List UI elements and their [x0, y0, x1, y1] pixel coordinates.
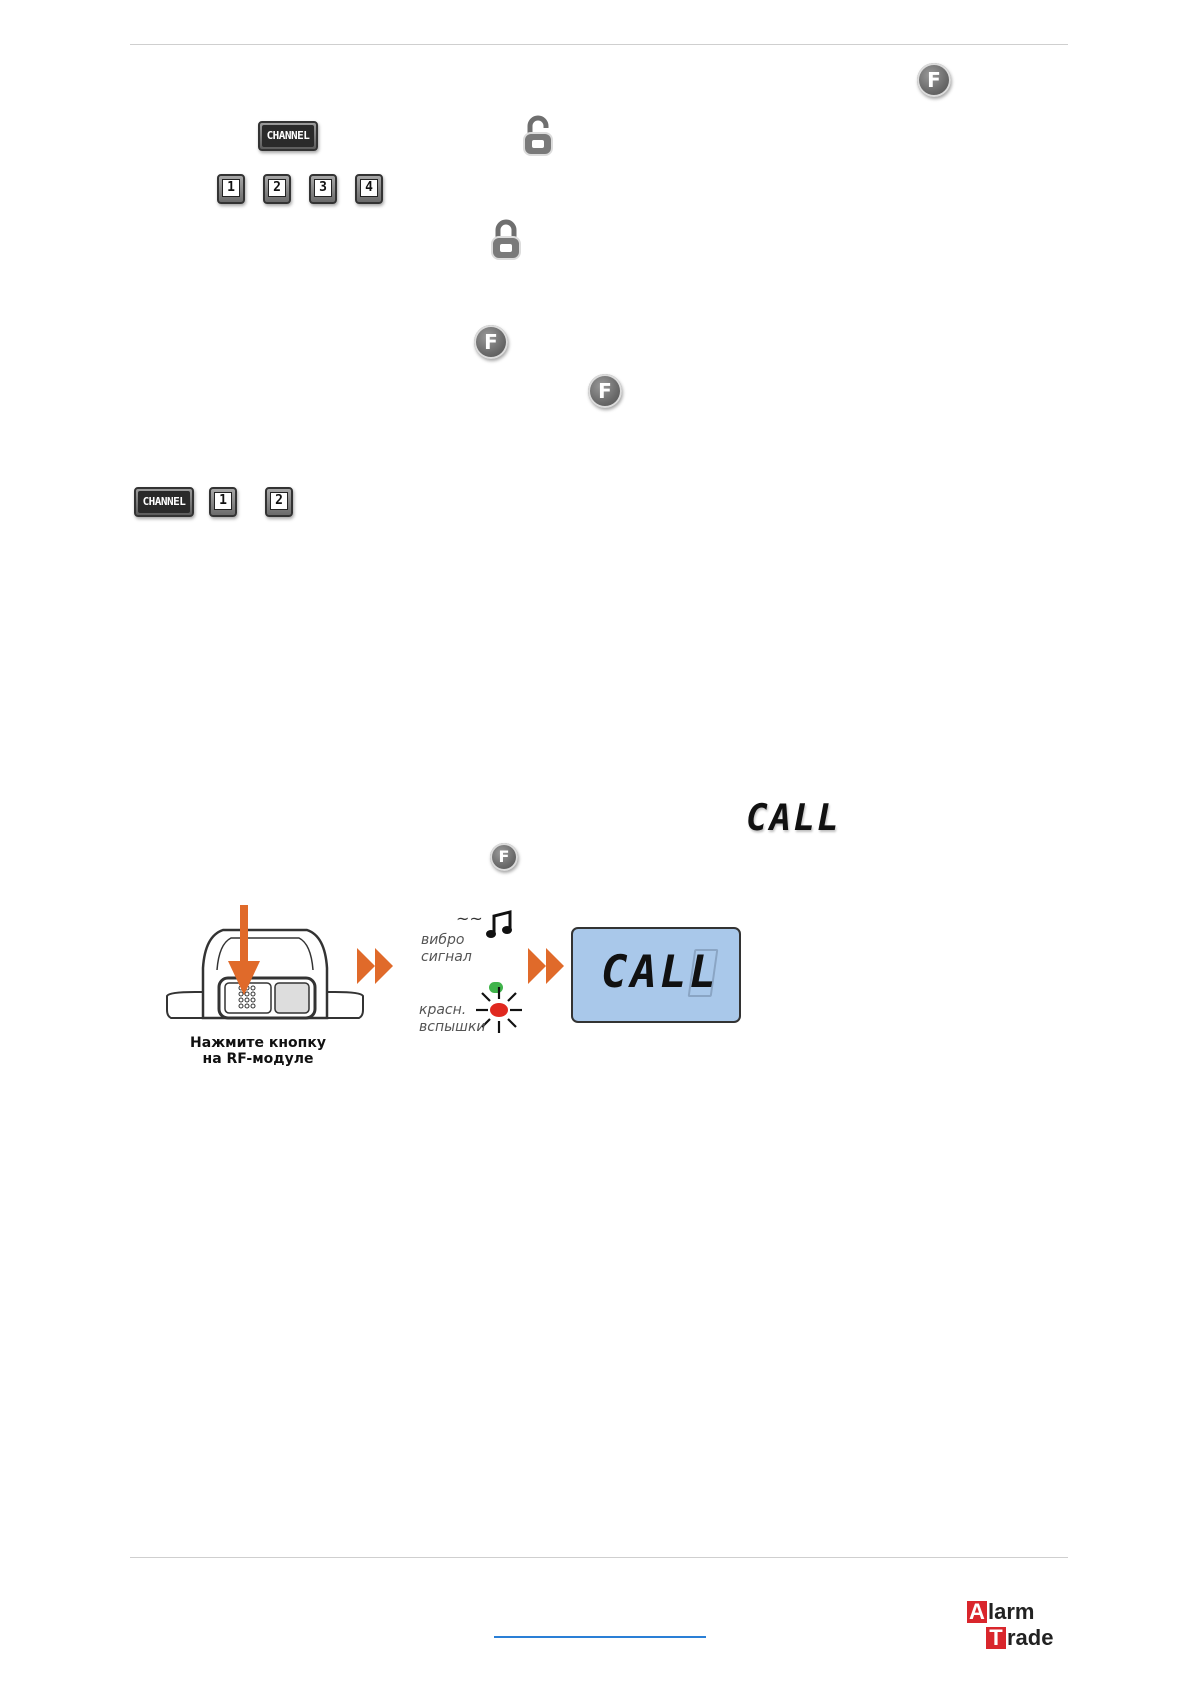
vibro-line-1: вибро [421, 932, 465, 948]
channel-key-label: CHANNEL [262, 125, 314, 147]
vibro-label: вибро сигнал [421, 932, 472, 966]
number-key-1-icon: 1 [217, 174, 245, 204]
lcd-call-inline: CALL [746, 798, 841, 839]
f-key-label: F [484, 330, 498, 354]
logo-word-1: larm [988, 1599, 1035, 1624]
double-arrow-icon [357, 948, 393, 984]
rf-module-illustration [166, 928, 364, 1020]
vibro-line-2: сигнал [421, 949, 472, 965]
green-led-icon [489, 982, 503, 993]
number-key-label: 1 [214, 492, 232, 510]
number-key-4-icon: 4 [355, 174, 383, 204]
channel-key-icon: CHANNEL [134, 487, 194, 517]
caption-line-1: Нажмите кнопку [190, 1035, 326, 1051]
number-key-label: 2 [270, 492, 288, 510]
logo-letter-a: A [967, 1601, 987, 1623]
flash-line-2: вспышки [419, 1019, 486, 1035]
vibro-symbol: ~~ [456, 909, 483, 928]
music-note-icon [486, 910, 512, 938]
footer-divider [130, 1557, 1068, 1558]
f-key-label: F [498, 847, 510, 866]
number-key-label: 4 [360, 179, 378, 197]
press-arrow-icon [228, 905, 260, 995]
double-arrow-icon [528, 948, 564, 984]
number-key-3-icon: 3 [309, 174, 337, 204]
header-divider [130, 44, 1068, 45]
f-key-label: F [598, 379, 612, 403]
flash-line-1: красн. [419, 1002, 467, 1018]
number-key-label: 2 [268, 179, 286, 197]
red-led-flash-icon [476, 987, 522, 1033]
f-key-icon: F [917, 63, 951, 97]
number-key-label: 3 [314, 179, 332, 197]
lock-icon [491, 219, 521, 260]
lcd-call-text: CALL [601, 947, 719, 998]
flash-label: красн. вспышки [419, 1002, 486, 1036]
number-key-label: 1 [222, 179, 240, 197]
logo-letter-t: T [986, 1627, 1006, 1649]
f-key-label: F [927, 68, 941, 92]
number-key-2-icon: 2 [265, 487, 293, 517]
footer-link-underline[interactable] [494, 1636, 706, 1638]
f-key-icon: F [490, 843, 518, 871]
channel-key-icon: CHANNEL [258, 121, 318, 151]
channel-key-label: CHANNEL [138, 491, 190, 513]
number-key-1-icon: 1 [209, 487, 237, 517]
number-key-2-icon: 2 [263, 174, 291, 204]
caption-line-2: на RF-модуле [202, 1051, 314, 1067]
lcd-screen: CALL [571, 927, 741, 1023]
f-key-icon: F [588, 374, 622, 408]
unlock-icon [523, 115, 553, 156]
logo-word-2: rade [1007, 1625, 1054, 1650]
f-key-icon: F [474, 325, 508, 359]
rf-module-caption: Нажмите кнопку на RF-модуле [178, 1035, 338, 1067]
